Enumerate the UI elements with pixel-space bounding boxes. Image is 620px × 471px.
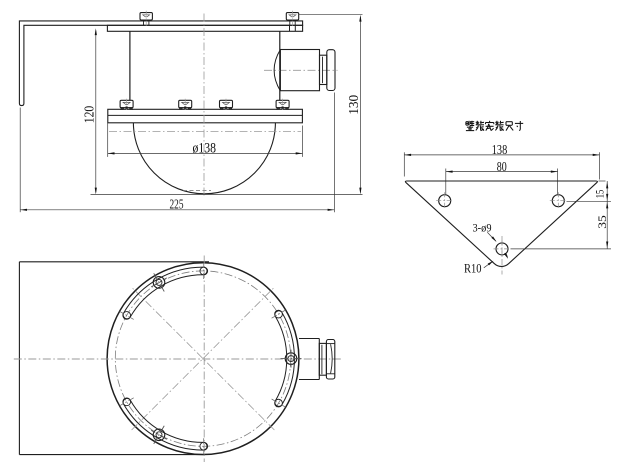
svg-text:15: 15 <box>593 190 607 199</box>
svg-text:120: 120 <box>82 106 97 124</box>
svg-text:225: 225 <box>170 197 184 212</box>
svg-text:3-ø9: 3-ø9 <box>473 220 492 234</box>
svg-text:130: 130 <box>346 95 361 115</box>
svg-text:ø138: ø138 <box>193 140 217 156</box>
svg-text:35: 35 <box>595 215 609 229</box>
svg-text:138: 138 <box>492 143 508 158</box>
svg-text:R10: R10 <box>464 261 482 276</box>
svg-text:80: 80 <box>497 160 507 175</box>
